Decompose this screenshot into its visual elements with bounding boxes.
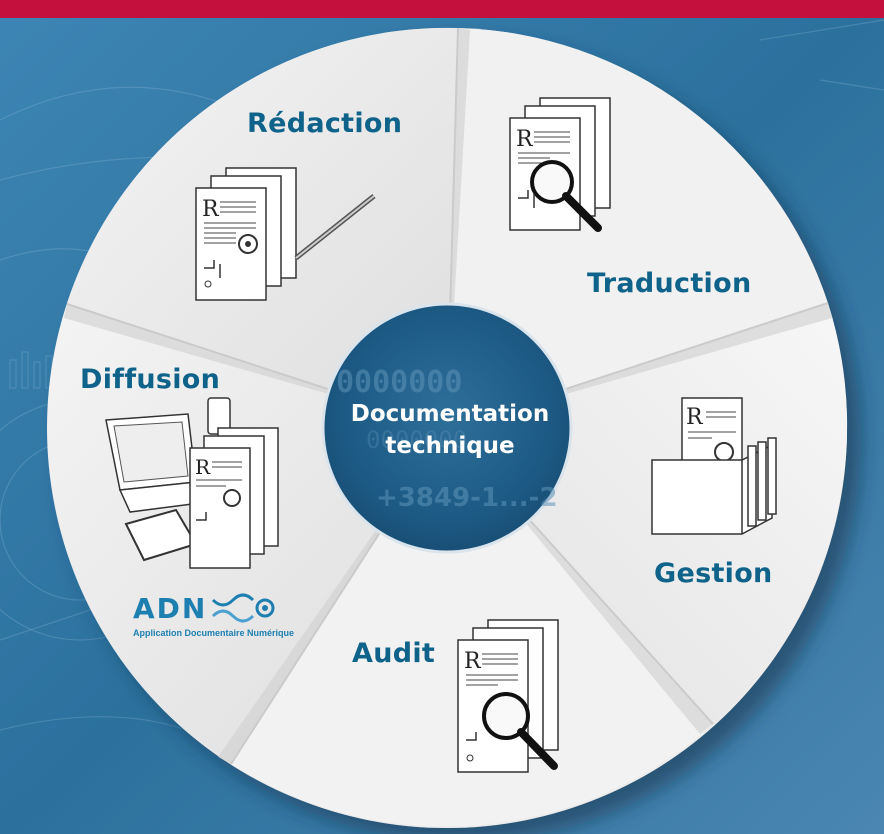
adn-logo-mark	[211, 593, 275, 623]
hub-title-line1: Documentation	[350, 401, 550, 427]
top-banner-bar	[0, 0, 884, 18]
segment-label-traduction: Traduction	[587, 268, 752, 299]
hub-digits-bottom: +3849-1...-2	[376, 483, 558, 513]
segment-label-redaction: Rédaction	[247, 108, 403, 139]
laptop-tablet-phone-documents-icon: R	[105, 397, 279, 569]
svg-text:R: R	[195, 455, 211, 479]
segment-label-diffusion: Diffusion	[80, 364, 221, 395]
documents-with-pen-icon: R	[195, 167, 376, 301]
segment-label-audit: Audit	[352, 638, 436, 669]
svg-text:R: R	[202, 197, 220, 222]
hub-title-line2: technique	[385, 433, 515, 459]
hub-digits-top: 0000000	[336, 365, 462, 400]
svg-text:R: R	[516, 127, 534, 152]
svg-text:R: R	[464, 649, 482, 674]
hub-title: Documentation technique	[320, 398, 580, 462]
adn-tagline: Application Documentaire Numérique	[133, 628, 295, 638]
document-filing-box-icon: R	[651, 397, 777, 535]
svg-text:R: R	[686, 405, 704, 430]
hub-digits-mid: 0000000	[366, 426, 467, 454]
center-hub: 0000000 0000000 +3849-1...-2	[321, 302, 573, 554]
segment-label-gestion: Gestion	[654, 558, 773, 589]
adn-logo-text: ADN	[133, 592, 208, 625]
documents-with-magnifier-icon: R	[509, 97, 611, 232]
documents-with-magnifier-icon-audit: R	[457, 619, 559, 773]
segment-audit[interactable]	[231, 428, 713, 827]
